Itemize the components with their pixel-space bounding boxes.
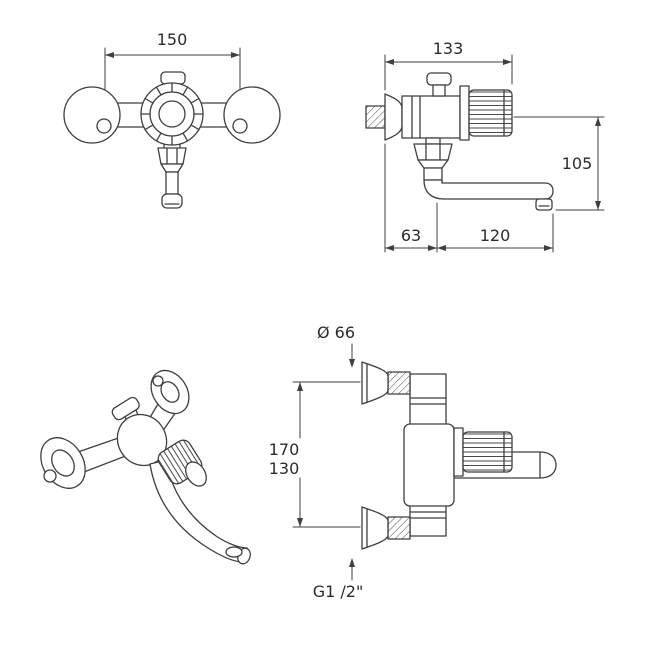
wall-flange-left [63, 86, 121, 144]
lever-handle-side [426, 72, 452, 97]
dim-label-130: 130 [269, 459, 300, 478]
flange-screw-left [43, 469, 57, 483]
wall-flange-right-iso [150, 369, 190, 415]
control-knob-iso [157, 439, 207, 487]
wall-flange-right [223, 86, 281, 144]
dim-label-150: 150 [157, 30, 188, 49]
wall-union-bottom [361, 506, 411, 550]
spout-drop-pipe [413, 137, 453, 181]
aerator [535, 198, 553, 211]
dim-label-diameter: Ø 66 [317, 323, 355, 342]
dim-label-120: 120 [480, 226, 511, 245]
flange-screw-right [152, 375, 164, 387]
dim-flange-diameter: Ø 66 [317, 323, 355, 368]
front-view: 150 [63, 30, 281, 209]
dim-reach: 63 120 [384, 143, 554, 253]
wall-flange-left-iso [40, 437, 86, 489]
spout-side [423, 179, 554, 211]
wall-union [365, 105, 386, 129]
spout-front [157, 144, 187, 209]
control-knob-side [459, 85, 513, 141]
control-knob-front [140, 82, 204, 146]
plan-view: Ø 66 170 130 G1 /2" [269, 323, 557, 601]
dim-depth: 133 [384, 39, 513, 91]
body-barrel-plan [403, 373, 455, 537]
dim-spout-height: 105 [513, 116, 605, 211]
dim-label-133: 133 [433, 39, 464, 58]
wall-flange-side [384, 93, 403, 141]
side-view: 133 [365, 39, 605, 253]
dim-thread-size: G1 /2" [313, 558, 364, 601]
dim-label-63: 63 [401, 226, 421, 245]
dim-connection-width: 150 [104, 30, 241, 91]
dim-label-170: 170 [269, 440, 300, 459]
dim-union-span: 170 130 [269, 381, 361, 528]
aerator-iso [225, 546, 243, 558]
wall-union-top [361, 361, 411, 405]
control-knob-plan [453, 427, 513, 477]
dim-label-105: 105 [562, 154, 593, 173]
dim-label-thread: G1 /2" [313, 582, 364, 601]
valve-body-side [401, 95, 461, 139]
perspective-view [40, 369, 251, 565]
spout-iso [149, 459, 251, 565]
